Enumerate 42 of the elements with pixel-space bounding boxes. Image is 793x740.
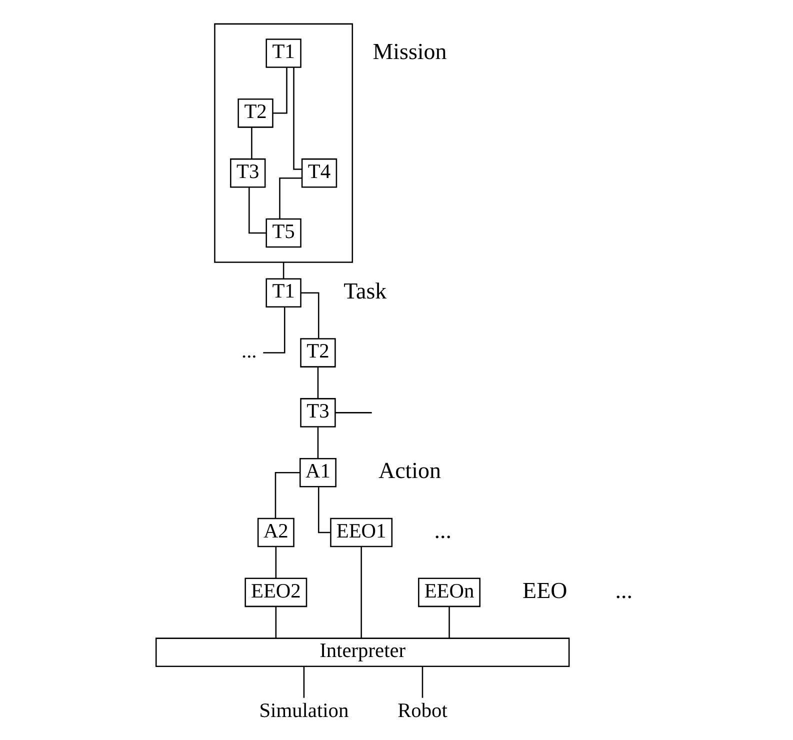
node-box: T1 <box>265 278 301 308</box>
node-box: T5 <box>265 218 301 248</box>
label: ... <box>434 518 451 544</box>
connector <box>250 128 252 159</box>
connector <box>248 188 266 234</box>
connector <box>262 307 285 354</box>
connector <box>421 666 423 698</box>
connector <box>334 412 372 414</box>
node-box: EEO1 <box>330 518 392 548</box>
node-box: T3 <box>230 158 266 188</box>
node-text: Simulation <box>258 700 348 722</box>
connector <box>360 546 362 638</box>
node-box: T2 <box>300 338 336 368</box>
node-box: Interpreter <box>154 638 570 667</box>
connector <box>316 367 318 398</box>
node-box: T3 <box>300 398 336 428</box>
connector <box>278 178 302 219</box>
connector <box>300 292 319 338</box>
connector <box>272 68 287 114</box>
connector <box>292 67 302 170</box>
connector <box>282 262 284 279</box>
label: Mission <box>372 38 446 64</box>
connector <box>316 427 318 458</box>
node-text: Robot <box>397 700 447 722</box>
label: ... <box>614 578 632 604</box>
connector <box>302 666 304 698</box>
node-box: A1 <box>299 458 336 488</box>
connector <box>274 606 276 638</box>
node-box: EEOn <box>418 578 480 608</box>
node-box: A2 <box>256 518 294 548</box>
label: Task <box>343 278 386 304</box>
node-box: T2 <box>237 98 273 128</box>
connector <box>274 472 300 518</box>
label: Action <box>378 458 440 484</box>
connector <box>448 606 450 638</box>
node-text: ... <box>241 340 256 363</box>
label: EEO <box>522 578 567 604</box>
cluster <box>214 23 353 263</box>
connector <box>274 547 276 578</box>
node-box: T1 <box>265 38 301 68</box>
node-box: T4 <box>300 158 337 188</box>
node-box: EEO2 <box>244 578 307 608</box>
